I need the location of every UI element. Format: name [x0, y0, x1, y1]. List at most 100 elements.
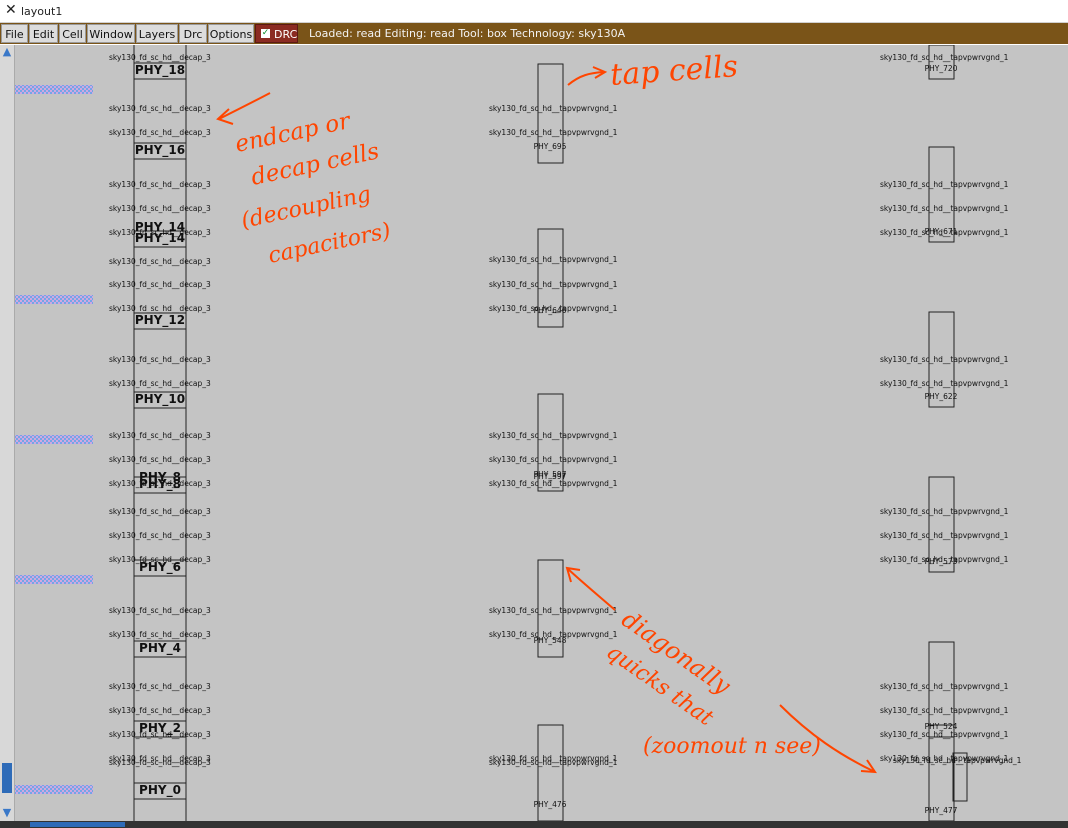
cell-label: PHY_2	[139, 721, 181, 736]
tap-instance-label: sky130_fd_sc_hd__tapvpwrvgnd_1	[489, 630, 618, 639]
tap-cell-label: PHY_597	[534, 470, 567, 479]
decap-instance-label: sky130_fd_sc_hd__decap_3	[109, 479, 211, 488]
cell-label: PHY_4	[139, 641, 181, 656]
tap-instance-label: sky130_fd_sc_hd__tapvpwrvgnd_1	[880, 53, 1009, 62]
cell-label: PHY_10	[135, 392, 185, 407]
arrow-icon	[567, 66, 608, 86]
tap-cell-label: PHY_671	[925, 227, 958, 236]
tap-cell-box	[537, 559, 564, 658]
tap-instance-label: sky130_fd_sc_hd__tapvpwrvgnd_1	[880, 507, 1009, 516]
diff-strip	[15, 295, 93, 304]
tap-instance-label: sky130_fd_sc_hd__tapvpwrvgnd_1	[489, 758, 618, 767]
horizontal-scrollbar-thumb[interactable]	[30, 822, 125, 827]
tap-instance-label: sky130_fd_sc_hd__tapvpwrvgnd_1	[489, 104, 618, 113]
tap-instance-label: sky130_fd_sc_hd__tapvpwrvgnd_1	[489, 431, 618, 440]
tap-cell-label: PHY_720	[925, 64, 958, 73]
decap-instance-label: sky130_fd_sc_hd__decap_3	[109, 379, 211, 388]
tap-instance-label: sky130_fd_sc_hd__tapvpwrvgnd_1	[489, 255, 618, 264]
tap-instance-label: sky130_fd_sc_hd__tapvpwrvgnd_1	[880, 555, 1009, 564]
arrow-icon	[216, 92, 271, 125]
tap-instance-label: sky130_fd_sc_hd__tapvpwrvgnd_1	[880, 531, 1009, 540]
menu-drc[interactable]: Drc	[179, 24, 207, 43]
annotation-text: tap cells	[609, 49, 739, 93]
diff-strip	[15, 85, 93, 94]
tap-cell-box	[928, 724, 955, 821]
horizontal-scrollbar[interactable]	[0, 821, 1068, 828]
cell-label: PHY_8	[139, 477, 181, 492]
decap-instance-label: sky130_fd_sc_hd__decap_3	[109, 257, 211, 266]
decap-instance-label: sky130_fd_sc_hd__decap_3	[109, 606, 211, 615]
tap-cell-box	[537, 228, 564, 328]
tap-cell-box	[537, 393, 564, 492]
tap-cell-label: PHY_476	[534, 800, 567, 809]
drc-label: DRC	[274, 28, 298, 41]
diff-strip	[15, 575, 93, 584]
menu-layers[interactable]: Layers	[136, 24, 178, 43]
cell-label: PHY_14	[135, 231, 185, 246]
menu-bar: File Edit Cell Window Layers Drc Options…	[0, 23, 1068, 44]
scrollbar-thumb[interactable]	[2, 763, 12, 793]
decap-instance-label: sky130_fd_sc_hd__decap_3	[109, 180, 211, 189]
decap-instance-label: sky130_fd_sc_hd__decap_3	[109, 228, 211, 237]
decap-instance-label: sky130_fd_sc_hd__decap_3	[109, 455, 211, 464]
annotation-text: capacitors)	[266, 219, 393, 269]
tap-cell-label: PHY_646	[534, 306, 567, 315]
vertical-scrollbar[interactable]: ▲ ▼	[0, 45, 15, 821]
tap-cell-box	[928, 146, 955, 243]
annotation-text: (zoomout n see)	[643, 734, 821, 759]
decap-instance-label: sky130_fd_sc_hd__decap_3	[109, 758, 211, 767]
tap-instance-label: sky130_fd_sc_hd__tapvpwrvgnd_1	[489, 479, 618, 488]
title-bar: ✕ layout1	[0, 0, 1068, 23]
menu-options[interactable]: Options	[208, 24, 254, 43]
status-text: Loaded: read Editing: read Tool: box Tec…	[309, 27, 626, 40]
tap-instance-label: sky130_fd_sc_hd__tapvpwrvgnd_1	[880, 180, 1009, 189]
cell-label: PHY_12	[135, 313, 185, 328]
menu-window[interactable]: Window	[87, 24, 135, 43]
window-title: layout1	[21, 5, 63, 18]
menu-cell[interactable]: Cell	[59, 24, 86, 43]
drc-toggle[interactable]: ✓ DRC	[255, 24, 298, 43]
layout-drawing: PHY_18PHY_16PHY_14PHY_12PHY_10PHY_8PHY_6…	[15, 45, 1022, 821]
decap-instance-label: sky130_fd_sc_hd__decap_3	[109, 204, 211, 213]
cell-label: PHY_14	[135, 220, 185, 235]
decap-instance-label: sky130_fd_sc_hd__decap_3	[109, 754, 211, 763]
check-icon[interactable]: ✓	[261, 28, 270, 38]
tap-instance-label: sky130_fd_sc_hd__tapvpwrvgnd_1	[880, 355, 1009, 364]
decap-instance-label: sky130_fd_sc_hd__decap_3	[109, 104, 211, 113]
tap-instance-label: sky130_fd_sc_hd__tapvpwrvgnd_1	[880, 730, 1009, 739]
decap-instance-label: sky130_fd_sc_hd__decap_3	[109, 128, 211, 137]
tap-instance-label: sky130_fd_sc_hd__tapvpwrvgnd_1	[489, 304, 618, 313]
scroll-up-arrow-icon[interactable]: ▲	[2, 45, 12, 58]
menu-edit[interactable]: Edit	[29, 24, 58, 43]
tap-instance-label: sky130_fd_sc_hd__tapvpwrvgnd_1	[489, 606, 618, 615]
tap-instance-label: sky130_fd_sc_hd__tapvpwrvgnd_1	[893, 756, 1022, 765]
tap-cell-label: PHY_695	[534, 142, 567, 151]
tap-cell-box	[928, 311, 955, 408]
tap-cell-box	[537, 724, 564, 821]
x11-logo-icon: ✕	[5, 2, 17, 18]
tap-instance-label: sky130_fd_sc_hd__tapvpwrvgnd_1	[489, 455, 618, 464]
decap-instance-label: sky130_fd_sc_hd__decap_3	[109, 630, 211, 639]
tap-cell-box	[952, 752, 968, 802]
decap-instance-label: sky130_fd_sc_hd__decap_3	[109, 304, 211, 313]
tap-cell-box	[928, 45, 955, 80]
cell-label: PHY_0	[139, 783, 181, 798]
decap-instance-label: sky130_fd_sc_hd__decap_3	[109, 706, 211, 715]
diff-strip	[15, 435, 93, 444]
tap-cell-label: PHY_548	[534, 636, 567, 645]
menu-file[interactable]: File	[1, 24, 28, 43]
decap-instance-label: sky130_fd_sc_hd__decap_3	[109, 555, 211, 564]
tap-instance-label: sky130_fd_sc_hd__tapvpwrvgnd_1	[880, 228, 1009, 237]
tap-cell-label: PHY_573	[925, 557, 958, 566]
tap-instance-label: sky130_fd_sc_hd__tapvpwrvgnd_1	[880, 754, 1009, 763]
tap-cell-label: PHY_597	[534, 472, 567, 481]
scroll-down-arrow-icon[interactable]: ▼	[2, 806, 12, 819]
decap-instance-label: sky130_fd_sc_hd__decap_3	[109, 730, 211, 739]
cell-label: PHY_6	[139, 560, 181, 575]
decap-instance-label: sky130_fd_sc_hd__decap_3	[109, 53, 211, 62]
decap-instance-label: sky130_fd_sc_hd__decap_3	[109, 431, 211, 440]
diff-strip	[15, 785, 93, 794]
decap-instance-label: sky130_fd_sc_hd__decap_3	[109, 531, 211, 540]
tap-cell-label: PHY_477	[925, 806, 958, 815]
